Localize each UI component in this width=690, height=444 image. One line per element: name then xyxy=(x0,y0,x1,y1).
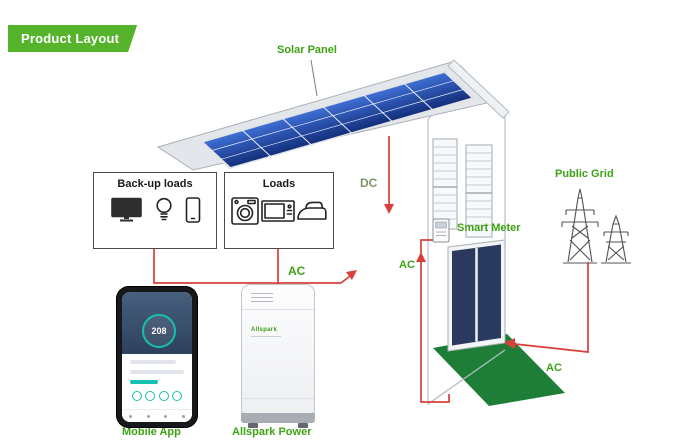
battery-seam xyxy=(242,398,314,399)
vent-line xyxy=(251,301,273,302)
loads-title: Loads xyxy=(262,178,296,190)
smart-meter-label: Smart Meter xyxy=(457,222,521,234)
solar-panel-label: Solar Panel xyxy=(277,44,337,56)
ac-grid-label: AC xyxy=(546,362,562,374)
battery-foot xyxy=(248,423,258,428)
allspark-power-label: Allspark Power xyxy=(232,426,312,438)
gauge-value: 208 xyxy=(151,326,167,336)
app-highlight-bar xyxy=(130,380,158,384)
vent-line xyxy=(251,297,273,298)
power-gauge: 208 xyxy=(142,314,176,348)
wiring xyxy=(153,136,589,403)
loads-wire xyxy=(153,247,351,284)
battery-brand-underline xyxy=(251,336,281,337)
backup-loads-title: Back-up loads xyxy=(117,178,193,190)
solar-panel-array xyxy=(200,71,475,169)
app-text-bar xyxy=(130,360,176,364)
dc-arrow xyxy=(384,204,394,214)
loads-box: Loads xyxy=(224,172,334,249)
dc-label: DC xyxy=(360,176,378,190)
ac-meter-arrow xyxy=(416,252,426,262)
roof-edge xyxy=(447,59,510,119)
nav-dot-icon xyxy=(164,414,168,418)
solar-label-connector xyxy=(310,59,318,97)
nav-dot-icon xyxy=(129,414,133,418)
allspark-power-unit: Allspark xyxy=(241,284,315,428)
nav-dot-icon xyxy=(146,414,150,418)
ac-meter-label: AC xyxy=(399,259,415,271)
smart-meter-icon xyxy=(432,218,450,243)
backup-loads-box: Back-up loads xyxy=(93,172,217,249)
battery-base xyxy=(241,413,315,423)
vent-line xyxy=(251,293,273,294)
ac-inverter-arrow xyxy=(346,270,357,280)
product-layout-badge: Product Layout xyxy=(8,25,138,52)
app-circle-icon xyxy=(145,391,156,401)
ac-grid-arrow xyxy=(504,338,515,349)
app-circle-icon xyxy=(171,391,182,401)
grid-wire xyxy=(514,262,589,353)
bulb-icon xyxy=(156,197,172,221)
mobile-app-label: Mobile App xyxy=(122,426,181,438)
battery-foot xyxy=(298,423,308,428)
battery-seam xyxy=(242,309,314,310)
public-grid-label: Public Grid xyxy=(555,168,614,180)
app-text-bar xyxy=(130,370,184,374)
meter-wire xyxy=(420,239,450,403)
smartphone-icon xyxy=(185,197,200,223)
grass xyxy=(433,334,565,406)
app-circle-icon xyxy=(158,391,169,401)
battery-brand-text: Allspark xyxy=(251,327,278,333)
monitor-icon xyxy=(110,197,142,222)
app-header-image: 208 xyxy=(122,292,192,354)
app-circle-icon xyxy=(132,391,142,401)
lower-window xyxy=(447,239,506,352)
upper-windows xyxy=(432,138,493,238)
microwave-icon xyxy=(261,200,295,222)
mobile-phone: 208 xyxy=(116,286,198,428)
transmission-tower-icon xyxy=(561,188,631,264)
ac-inverter-label: AC xyxy=(288,264,306,278)
app-bottom-nav xyxy=(122,409,192,422)
washing-machine-icon xyxy=(231,197,259,225)
phone-screen: 208 xyxy=(122,292,192,422)
app-icon-row xyxy=(132,391,182,401)
iron-icon xyxy=(297,201,327,220)
nav-dot-icon xyxy=(181,414,185,418)
